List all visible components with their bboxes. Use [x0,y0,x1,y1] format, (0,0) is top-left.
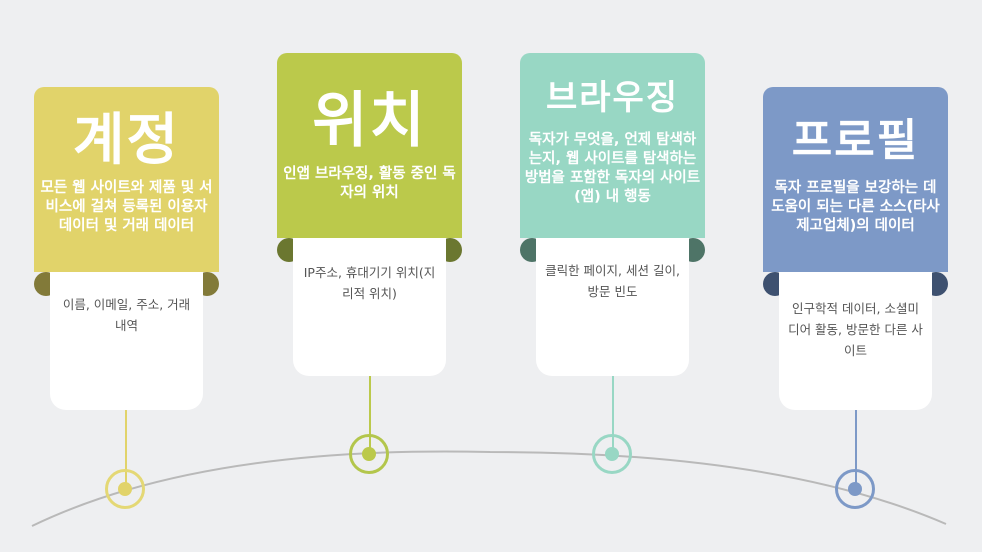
card-body: 클릭한 페이지, 세션 길이, 방문 빈도 [536,238,689,376]
card-description: 인앱 브라우징, 활동 중인 독자의 위치 [283,166,456,201]
timeline-marker-icon [592,434,632,474]
timeline-marker-icon [105,469,145,509]
connector-line [855,410,857,488]
connector-line [612,376,614,454]
timeline-marker-icon [349,434,389,474]
card-examples: 클릭한 페이지, 세션 길이, 방문 빈도 [545,263,680,299]
card-examples: IP주소, 휴대기기 위치(지리적 위치) [303,265,436,301]
card-description: 모든 웹 사이트와 제품 및 서비스에 걸쳐 등록된 이용자 데이터 및 거래 … [40,180,213,234]
card-description: 독자 프로필을 보강하는 데 도움이 되는 다른 소스(타사 제고업체)의 데이… [771,180,940,234]
card-title: 계정 [72,108,181,173]
marker-dot [118,482,132,496]
card-header: 프로필 독자 프로필을 보강하는 데 도움이 되는 다른 소스(타사 제고업체)… [763,87,948,272]
marker-dot [362,447,376,461]
card-examples: 인구학적 데이터, 소셜미디어 활동, 방문한 다른 사이트 [788,301,923,358]
card-title: 위치 [312,86,427,156]
marker-dot [848,482,862,496]
card-title: 브라우징 [545,78,680,118]
card-body: 이름, 이메일, 주소, 거래 내역 [50,272,203,410]
marker-dot [605,447,619,461]
card-body: IP주소, 휴대기기 위치(지리적 위치) [293,238,446,376]
card-header: 브라우징 독자가 무엇을, 언제 탐색하는지, 웹 사이트를 탐색하는 방법을 … [520,53,705,238]
card-title: 프로필 [791,115,920,166]
card-header: 계정 모든 웹 사이트와 제품 및 서비스에 걸쳐 등록된 이용자 데이터 및 … [34,87,219,272]
connector-line [125,410,127,488]
timeline-marker-icon [835,469,875,509]
card-header: 위치 인앱 브라우징, 활동 중인 독자의 위치 [277,53,462,238]
card-body: 인구학적 데이터, 소셜미디어 활동, 방문한 다른 사이트 [779,272,932,410]
connector-line [369,376,371,454]
card-description: 독자가 무엇을, 언제 탐색하는지, 웹 사이트를 탐색하는 방법을 포함한 독… [524,132,701,205]
card-examples: 이름, 이메일, 주소, 거래 내역 [62,297,191,333]
